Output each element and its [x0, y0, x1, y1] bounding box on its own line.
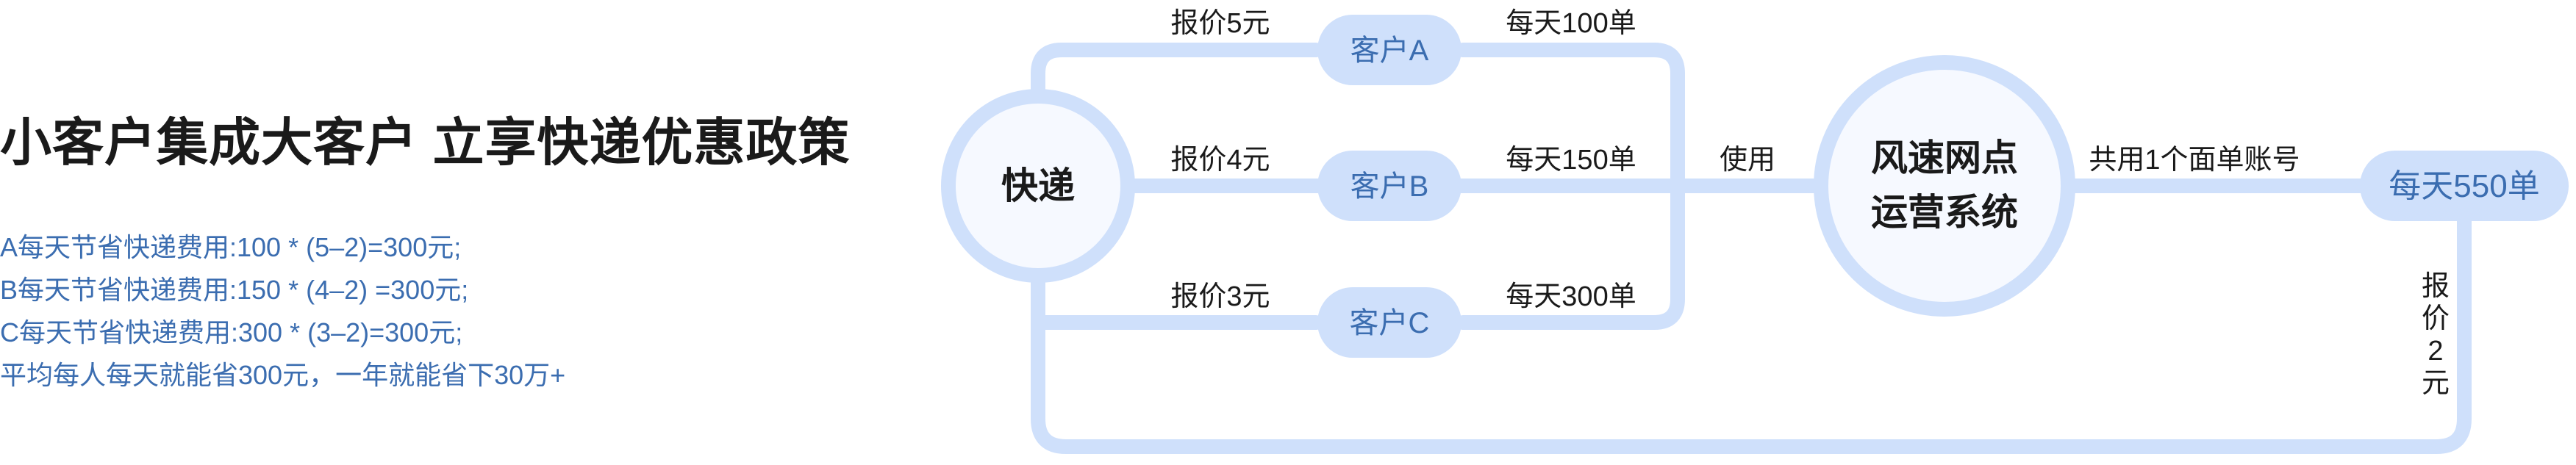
customer-a-node: 客户A	[1317, 15, 1461, 85]
total-orders-label: 每天550单	[2389, 168, 2539, 204]
daily-c-label: 每天300单	[1506, 281, 1636, 312]
savings-notes: A每天节省快递费用:100 * (5–2)=300元; B每天节省快递费用:15…	[0, 226, 565, 397]
use-label: 使用	[1720, 145, 1775, 176]
return-quote-char-4: 元	[2422, 368, 2450, 399]
quote-a-label: 报价5元	[1170, 8, 1270, 39]
system-label-line1: 风速网点	[1871, 137, 2018, 179]
return-quote-char-1: 报	[2422, 271, 2450, 302]
link-customer-c-to-junction	[1456, 179, 1685, 330]
customer-a-label: 客户A	[1350, 35, 1429, 67]
daily-b-label: 每天150单	[1506, 145, 1636, 176]
shared-account-label: 共用1个面单账号	[2089, 145, 2300, 176]
customer-c-label: 客户C	[1350, 307, 1430, 339]
customer-c-node: 客户C	[1317, 287, 1461, 358]
link-courier-to-customer-a	[1031, 43, 1323, 151]
link-total-return-to-courier	[1031, 213, 2472, 454]
quote-b-label: 报价4元	[1170, 145, 1270, 176]
savings-line-c: C每天节省快递费用:300 * (3–2)=300元;	[0, 317, 463, 347]
return-quote-char-3: 2	[2427, 336, 2443, 367]
customer-b-node: 客户B	[1317, 151, 1461, 221]
quote-c-label: 报价3元	[1170, 281, 1270, 312]
system-label-line2: 运营系统	[1871, 192, 2018, 233]
headline: 小客户集成大客户 立享快递优惠政策	[0, 114, 851, 171]
daily-a-label: 每天100单	[1506, 8, 1636, 39]
system-node: 风速网点 运营系统	[1814, 55, 2075, 317]
return-quote-char-2: 价	[2422, 303, 2450, 334]
total-orders-node: 每天550单	[2360, 151, 2569, 221]
savings-summary: 平均每人每天就能省300元，一年就能省下30万+	[0, 360, 566, 390]
link-customer-a-to-junction	[1456, 43, 1685, 191]
courier-node: 快递	[941, 89, 1135, 283]
return-quote-label: 报 价 2 元	[2422, 271, 2450, 399]
savings-line-b: B每天节省快递费用:150 * (4–2) =300元;	[0, 275, 469, 305]
savings-line-a: A每天节省快递费用:100 * (5–2)=300元;	[0, 232, 462, 262]
courier-label: 快递	[1001, 165, 1075, 206]
customer-b-label: 客户B	[1350, 170, 1429, 203]
